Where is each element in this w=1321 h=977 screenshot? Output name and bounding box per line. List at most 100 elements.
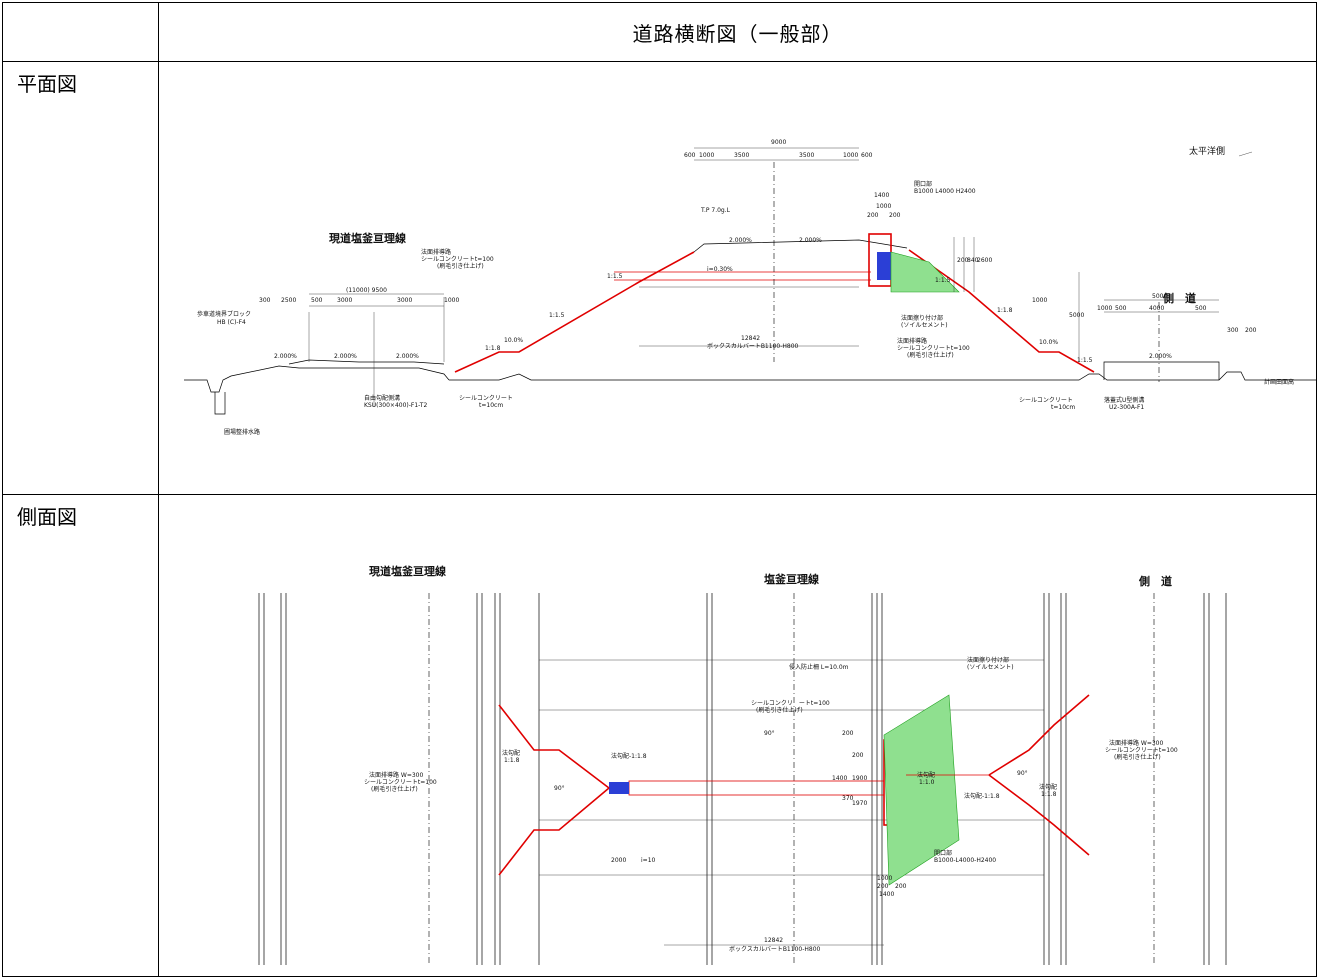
slope-fit-label: 法面擦り付け部 (901, 314, 943, 322)
box-len: 12842 (741, 335, 760, 342)
u-gutter-right: 落蓋式U型側溝 (1104, 396, 1144, 404)
grade-box-side-val: 1:1.0 (919, 779, 935, 786)
dim-v-200a: 200 (842, 730, 854, 737)
soil-cement-side-label: (ソイルセメント) (967, 664, 1014, 671)
seal-concrete-right: シールコンクリートt=100 (897, 345, 970, 352)
slope-1-1-8b: 1:1.8 (997, 307, 1013, 314)
dim-500: 500 (311, 297, 323, 304)
grade-top-1: 2.000% (729, 237, 752, 244)
dim-1000d: 1000 (1097, 305, 1112, 312)
slope-drain-left-side: 法面排導路 W=300 (369, 771, 424, 779)
seal-right-side: シールコンクリートt=100 (1105, 747, 1178, 754)
dim-i-side: i=10 (641, 857, 656, 864)
box-culvert-side: ボックスカルバートB1100-H800 (729, 945, 821, 953)
dim-v-1400: 1400 (832, 775, 847, 782)
seal-right: シールコンクリート (1019, 397, 1073, 404)
dim-5000: 5000 (1152, 293, 1167, 300)
opening-fill (877, 252, 891, 280)
left-road-surface (288, 359, 445, 365)
dim-200b: 200 (889, 212, 901, 219)
angle-left: 90° (554, 785, 565, 792)
dim-v-200b: 200 (852, 752, 864, 759)
soil-cement-side (883, 694, 960, 886)
side-row: 側面図 現道塩釜亘理線 塩釜亘理線 側 道 (2, 494, 1317, 977)
plan-drawing: 現道塩釜亘理線 側 道 太平洋側 (11000) 9500 300 2500 5… (184, 139, 1317, 436)
dim-1000b: 1000 (843, 152, 858, 159)
grade-left-side-val: 1:1.8 (504, 757, 520, 764)
opening-size: B1000 L4000 H2400 (914, 188, 976, 195)
seal-right-t: t=10cm (1051, 404, 1075, 411)
dim-4000: 4000 (1149, 305, 1164, 312)
dim-2600: 2600 (977, 257, 992, 264)
dim-2400: 840 (967, 257, 979, 264)
grade-culvert: i=0.30% (707, 266, 733, 273)
slope-10a: 10.0% (504, 337, 523, 344)
box-len-side: 12842 (764, 937, 783, 944)
dim-200r: 200 (1245, 327, 1257, 334)
slope-1-1-5b: 1:1.5 (549, 312, 565, 319)
dim-1000c: 1000 (876, 203, 891, 210)
dim-300: 300 (259, 297, 271, 304)
u-gutter-left: 自由勾配側溝 (364, 394, 400, 402)
slope-drain-right-side: 法面排導路 W=300 (1109, 739, 1164, 747)
dim-b-1000: 1000 (877, 875, 892, 882)
embankment-right-slope (908, 249, 1095, 373)
dim-9000: 9000 (771, 139, 786, 146)
soil-cement-label: (ソイルセメント) (901, 322, 948, 329)
side-right-title: 側 道 (1138, 574, 1172, 588)
dim-600a: 600 (684, 152, 696, 159)
grade-left-2: 2.000% (334, 353, 357, 360)
slope-drain-right: 法面排導路 (897, 337, 927, 345)
slope-10b: 10.0% (1039, 339, 1058, 346)
dim-3500b: 3500 (799, 152, 814, 159)
dim-2000-side: 2000 (611, 857, 626, 864)
opening-side: 開口部 (934, 849, 952, 857)
grade-left-side: 法勾配 (502, 749, 520, 757)
opening-size-side: B1000-L4000-H2400 (934, 857, 996, 864)
angle-mid: 90° (764, 730, 775, 737)
dim-3000a: 3000 (337, 297, 352, 304)
embankment-left-slope (454, 251, 695, 373)
dim-v-1970: 1970 (852, 800, 867, 807)
dim-b-1400: 1400 (879, 891, 894, 898)
dim-2500: 2500 (281, 297, 296, 304)
ground-left (184, 365, 450, 393)
ocean-arrow (1238, 151, 1253, 157)
culvert-inlet (609, 782, 629, 794)
slope-1-1-8a: 1:1.8 (485, 345, 501, 352)
grade-mid-side: 法勾配-1:1.8 (611, 752, 647, 760)
side-drawing: 現道塩釜亘理線 塩釜亘理線 側 道 (258, 564, 1227, 965)
tp-label: T.P 7.0g.L (700, 207, 731, 214)
dim-840: 200 (957, 257, 969, 264)
right-road-surface (1103, 361, 1220, 380)
grade-right: 2.000% (1149, 353, 1172, 360)
opening-label: 開口部 (914, 180, 932, 188)
dim-500e: 500 (1195, 305, 1207, 312)
slope-1-1-5c: 1:1.5 (935, 277, 951, 284)
slope-drain-left: 法面排導路 (421, 248, 451, 256)
dim-300r: 300 (1227, 327, 1239, 334)
dim-3500a: 3500 (734, 152, 749, 159)
dim-5000v: 5000 (1069, 312, 1084, 319)
brush-right-side: (刷毛引き仕上げ) (1114, 753, 1161, 761)
seal-concrete-left: シールコンクリートt=100 (421, 256, 494, 263)
slope-1-1-5d: 1:1.5 (1077, 357, 1093, 364)
culvert-body (628, 780, 885, 796)
dim-600b: 600 (861, 152, 873, 159)
slope-1-1-5a: 1:1.5 (607, 273, 623, 280)
seal-left: シールコンクリート (459, 395, 513, 402)
box-culvert: ボックスカルバートB1100-H800 (707, 342, 799, 350)
plan-ocean-side: 太平洋側 (1189, 145, 1225, 157)
dim-1000e: 1000 (1032, 297, 1047, 304)
dim-b-200b: 200 (895, 883, 907, 890)
field-drain (214, 392, 226, 415)
brush-left-side: (刷毛引き仕上げ) (371, 785, 418, 793)
dim-left-total: (11000) 9500 (346, 287, 387, 294)
side-center-title: 塩釜亘理線 (764, 572, 819, 586)
grade-box-side: 法勾配 (917, 771, 935, 779)
angle-right: 90° (1017, 770, 1028, 777)
grade-right-mid-side: 法勾配-1:1.8 (964, 792, 1000, 800)
seal-side: シールコンクリ ートt=100 (751, 700, 830, 707)
